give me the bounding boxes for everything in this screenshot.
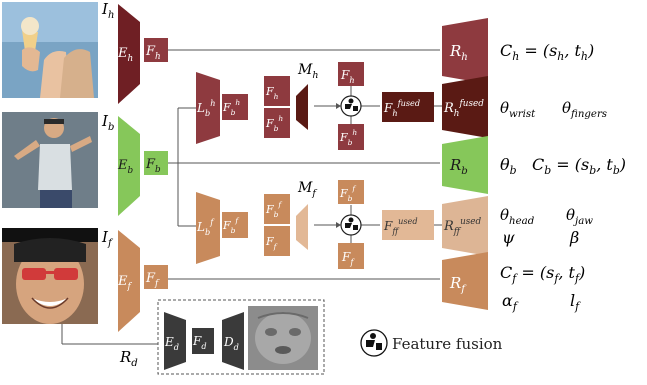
svg-text:Fbf: Fbf (339, 184, 356, 203)
face-feature-box: Ff (144, 265, 168, 289)
face-fused-feature: Fffused (382, 210, 434, 240)
svg-text:Rffused: Rffused (443, 217, 482, 237)
face-output-expression: ψ (502, 228, 515, 247)
svg-text:Fb: Fb (145, 157, 161, 175)
hand-output-fingers: θfingers (562, 99, 607, 120)
svg-text:Fd: Fd (192, 334, 207, 351)
hand-fused-regressor: Rhfused (442, 76, 488, 138)
hand-mask: Mh (296, 62, 318, 130)
displacement-map-image (248, 306, 318, 370)
hand-stack: Fh Fbh (264, 76, 290, 138)
svg-text:Fhfused: Fhfused (383, 98, 420, 118)
svg-text:Lbf: Lbf (196, 217, 215, 237)
face-lifted-feature: Fbf (222, 216, 239, 235)
face-output-albedo: αf (502, 291, 519, 313)
face-regressor: Rf (442, 252, 488, 310)
detail-feature-box: Fd (192, 328, 214, 354)
hand-encoder-label: Eh (117, 46, 133, 64)
svg-text:Fbh: Fbh (265, 114, 283, 133)
connection-arrows (336, 103, 341, 228)
svg-text:Fbf: Fbf (265, 200, 282, 219)
svg-text:Lbh: Lbh (196, 98, 215, 118)
detail-branch-label: Rd (119, 348, 138, 369)
hand-fusion-operator: Fh Fbh (338, 62, 364, 150)
hand-output-wrist: θwrist (500, 99, 536, 120)
face-encoder-label: Ef (117, 274, 133, 292)
face-mask-label: Mf (297, 180, 317, 199)
face-input-image (2, 228, 98, 324)
svg-text:Rf: Rf (449, 274, 467, 295)
face-output-jaw: θjaw (566, 206, 593, 227)
hand-regressor: Rh (442, 18, 488, 84)
body-feature-box: Fb (144, 151, 168, 175)
svg-text:Fh: Fh (340, 68, 355, 85)
face-lifter: Lbf Fbf (196, 192, 248, 264)
detail-branch-box (157, 299, 325, 375)
svg-text:Rhfused: Rhfused (443, 99, 484, 119)
face-encoder: Ef (117, 230, 140, 332)
face-fused-regressor: Rffused (442, 196, 488, 256)
hand-encoder: Eh (117, 4, 140, 104)
svg-text:Fbh: Fbh (339, 128, 357, 147)
feature-fusion-icon (345, 98, 358, 111)
svg-text:Rb: Rb (449, 156, 468, 177)
svg-text:Fh: Fh (265, 85, 279, 101)
face-output-lighting: lf (570, 291, 581, 313)
body-encoder-label: Eb (117, 158, 134, 176)
connection-lines (61, 49, 442, 345)
body-input-label: Ib (101, 112, 114, 133)
face-mask: Mf (296, 180, 317, 250)
hand-lifter: Lbh Fbh (196, 72, 248, 144)
body-encoder: Eb (117, 116, 140, 216)
svg-text:Fh: Fh (145, 44, 161, 62)
svg-text:Ed: Ed (164, 335, 179, 352)
face-output-head: θhead (500, 206, 535, 227)
body-regressor: Rb (442, 136, 488, 194)
face-output-camera: Cf = (sf, tf) (500, 263, 585, 285)
face-output-shape: β (569, 228, 579, 247)
hand-feature-box: Fh (144, 38, 168, 62)
hand-fused-feature: Fhfused (382, 92, 434, 122)
svg-text:Ff: Ff (265, 235, 278, 251)
detail-decoder: Dd (222, 312, 244, 370)
hand-mask-label: Mh (297, 62, 318, 81)
hand-input-image (2, 2, 98, 98)
body-output-camera: Cb = (sb, tb) (532, 155, 626, 177)
legend-label: Feature fusion (392, 335, 503, 353)
face-stack: Fbf Ff (264, 194, 290, 256)
face-fusion-operator: Fbf Ff (338, 180, 364, 269)
feature-fusion-icon (345, 217, 358, 230)
detail-encoder: Ed (164, 312, 186, 370)
svg-text:Rh: Rh (449, 42, 468, 63)
body-output-pose: θb (500, 155, 517, 177)
svg-text:Fffused: Fffused (383, 216, 418, 236)
svg-text:Ff: Ff (145, 271, 160, 289)
feature-fusion-icon (366, 333, 382, 350)
face-input-label: If (101, 228, 114, 249)
hand-input-label: Ih (101, 0, 114, 21)
legend: Feature fusion (360, 329, 503, 357)
hand-output-camera: Ch = (sh, th) (500, 41, 594, 63)
svg-text:Ff: Ff (341, 250, 355, 267)
hand-lifted-feature: Fbh (222, 98, 240, 117)
svg-text:Dd: Dd (223, 335, 239, 352)
body-input-image (2, 112, 98, 208)
